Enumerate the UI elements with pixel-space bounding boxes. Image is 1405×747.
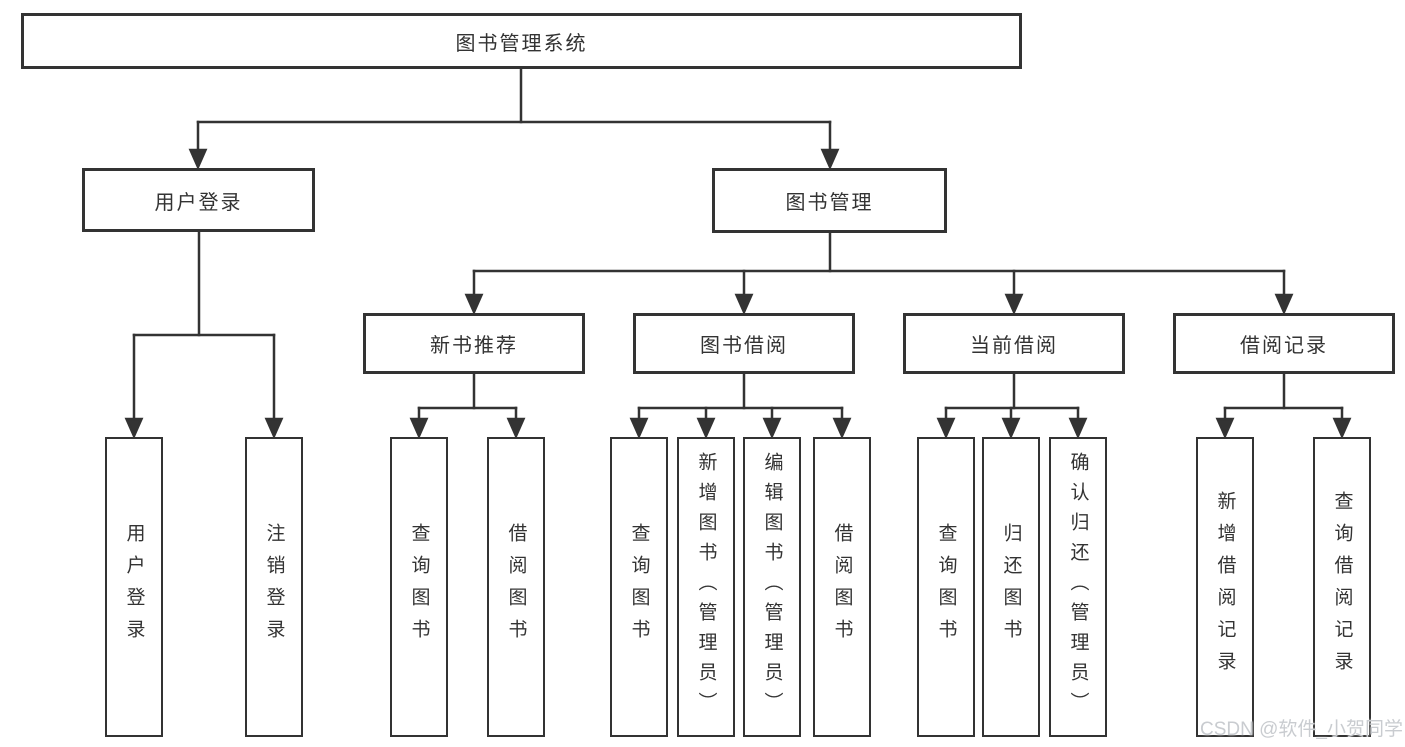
- leaf-label: 编辑图书（管理员）: [761, 452, 783, 722]
- leaf-label: 查询借阅记录: [1331, 491, 1353, 683]
- leaf-label: 新增图书（管理员）: [695, 452, 717, 722]
- leaf-query-books-3: 查询图书: [917, 437, 975, 737]
- leaf-label: 注销登录: [263, 523, 285, 651]
- leaf-label: 借阅图书: [505, 523, 527, 651]
- leaf-label: 查询图书: [408, 523, 430, 651]
- node-current-borrow: 当前借阅: [903, 313, 1125, 374]
- leaf-add-book-admin: 新增图书（管理员）: [677, 437, 735, 737]
- node-root: 图书管理系统: [21, 13, 1022, 69]
- leaf-label: 确认归还（管理员）: [1067, 452, 1089, 722]
- leaf-label: 查询图书: [628, 523, 650, 651]
- leaf-label: 新增借阅记录: [1214, 491, 1236, 683]
- leaf-borrow-books-2: 借阅图书: [813, 437, 871, 737]
- leaf-return-book: 归还图书: [982, 437, 1040, 737]
- leaf-label: 归还图书: [1000, 523, 1022, 651]
- leaf-label: 查询图书: [935, 523, 957, 651]
- leaf-confirm-return-admin: 确认归还（管理员）: [1049, 437, 1107, 737]
- node-new-book-recommend: 新书推荐: [363, 313, 585, 374]
- leaf-label: 用户登录: [123, 523, 145, 651]
- leaf-user-login: 用户登录: [105, 437, 163, 737]
- leaf-add-borrow-record: 新增借阅记录: [1196, 437, 1254, 737]
- leaf-query-borrow-record: 查询借阅记录: [1313, 437, 1371, 737]
- csdn-watermark: CSDN @软件_小贺同学: [1200, 719, 1403, 740]
- node-user-login: 用户登录: [82, 168, 315, 232]
- leaf-edit-book-admin: 编辑图书（管理员）: [743, 437, 801, 737]
- leaf-query-books-1: 查询图书: [390, 437, 448, 737]
- node-borrow-records: 借阅记录: [1173, 313, 1395, 374]
- node-book-management: 图书管理: [712, 168, 947, 233]
- leaf-label: 借阅图书: [831, 523, 853, 651]
- node-book-borrow: 图书借阅: [633, 313, 855, 374]
- leaf-borrow-books-1: 借阅图书: [487, 437, 545, 737]
- leaf-query-books-2: 查询图书: [610, 437, 668, 737]
- leaf-logout: 注销登录: [245, 437, 303, 737]
